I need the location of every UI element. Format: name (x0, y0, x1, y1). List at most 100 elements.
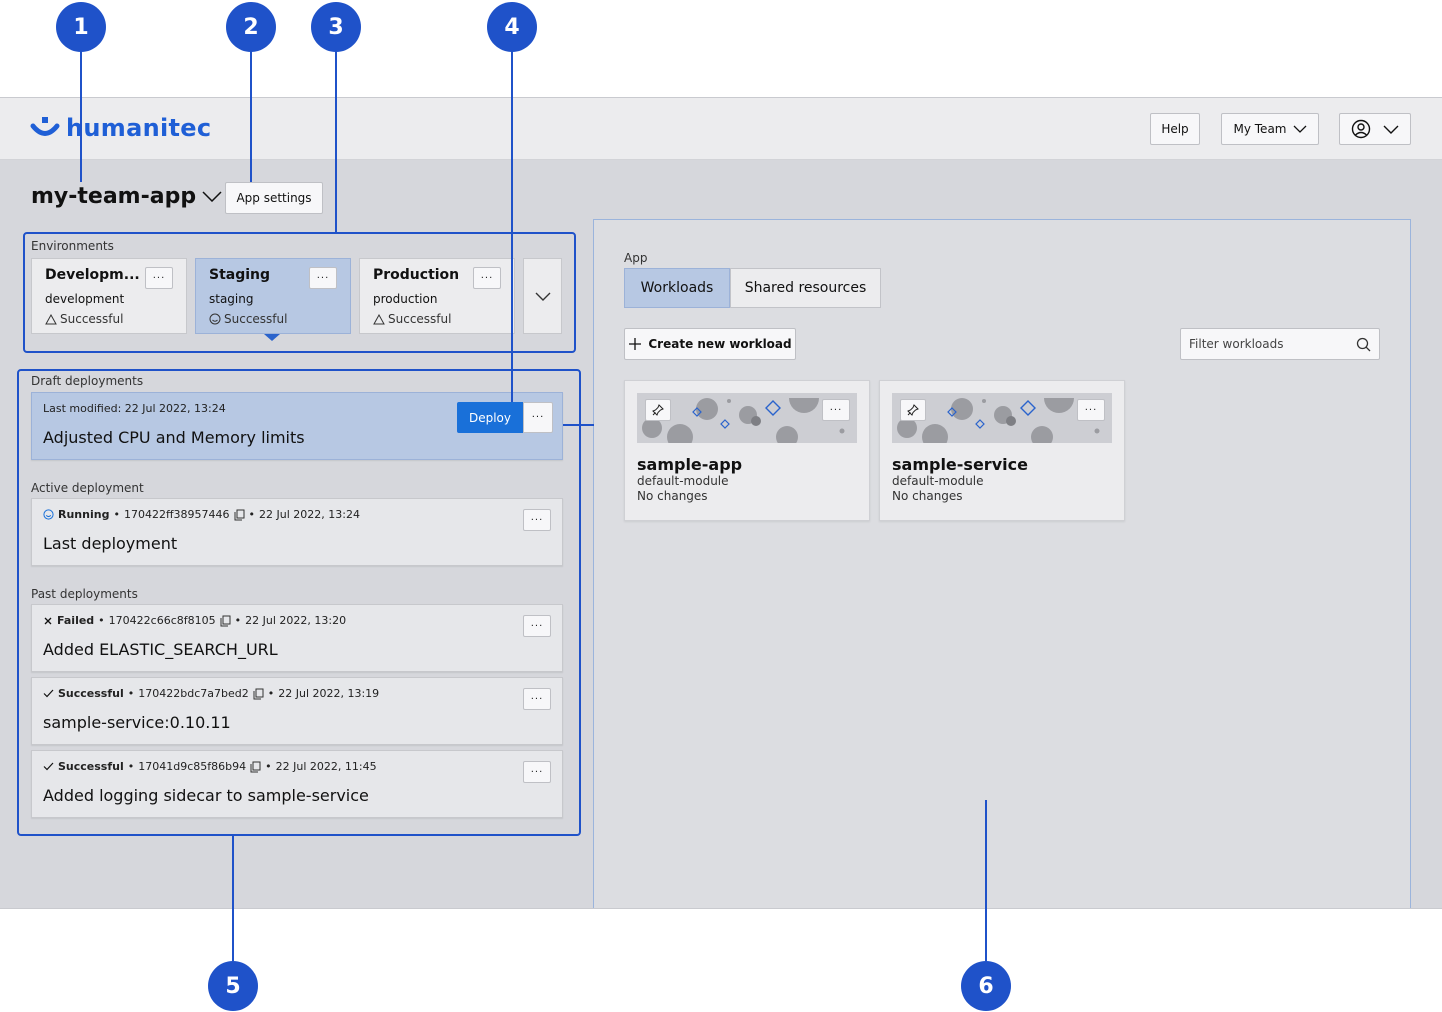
env-menu-button[interactable]: ··· (473, 267, 501, 289)
chevron-down-icon (1383, 125, 1399, 134)
deployment-menu-button[interactable]: ··· (523, 688, 551, 710)
tab-shared-resources[interactable]: Shared resources (730, 268, 881, 308)
workload-card-sample-app[interactable]: ··· sample-app default-module No changes (624, 380, 870, 521)
warning-triangle-icon (45, 313, 57, 324)
deployment-time: 22 Jul 2022, 13:20 (245, 614, 347, 627)
deployment-menu-button[interactable]: ··· (523, 509, 551, 531)
deployment-time: 22 Jul 2022, 13:24 (259, 508, 360, 521)
draft-deployment-card[interactable]: Last modified: 22 Jul 2022, 13:24 Adjust… (31, 392, 563, 460)
env-card-production[interactable]: Production production Successful ··· (359, 258, 515, 334)
chevron-down-icon (202, 191, 222, 202)
create-workload-label: Create new workload (648, 337, 792, 351)
pin-button[interactable] (645, 399, 671, 421)
callout-line-2 (250, 50, 252, 182)
active-deployment-card[interactable]: Running • 170422ff38957446 • 22 Jul 2022… (31, 498, 563, 566)
deployment-status: Successful (58, 760, 124, 773)
active-deployment-label: Active deployment (31, 481, 144, 495)
deployment-id: 170422bdc7a7bed2 (138, 687, 249, 700)
workload-card-sample-service[interactable]: ··· sample-service default-module No cha… (879, 380, 1125, 521)
tab-label: Workloads (640, 280, 714, 296)
deployment-meta: Successful • 17041d9c85f86b94 • 22 Jul 2… (43, 760, 377, 773)
bullet: • (127, 760, 135, 773)
plus-icon (629, 338, 642, 350)
pin-button[interactable] (900, 399, 926, 421)
tab-workloads[interactable]: Workloads (624, 268, 730, 308)
workload-thumbnail: ··· (637, 393, 857, 443)
callout-line-4 (511, 50, 513, 402)
bullet: • (248, 508, 256, 521)
humanitec-logo[interactable]: humanitec (30, 114, 211, 142)
workload-menu-button[interactable]: ··· (1077, 399, 1105, 421)
help-label: Help (1161, 122, 1189, 136)
callout-line-5 (232, 836, 234, 961)
search-icon (1356, 337, 1371, 352)
deployment-status: Running (58, 508, 110, 521)
bullet: • (113, 508, 120, 521)
env-menu-button[interactable]: ··· (309, 267, 337, 289)
env-status: Successful (209, 312, 287, 326)
workload-menu-button[interactable]: ··· (822, 399, 850, 421)
env-id: production (373, 292, 438, 306)
env-status: Successful (45, 312, 123, 326)
deployment-status: Failed (57, 614, 95, 627)
env-expand-button[interactable] (523, 258, 562, 334)
chevron-down-icon (535, 292, 550, 301)
filter-workloads-input[interactable]: Filter workloads (1180, 328, 1380, 360)
app-settings-button[interactable]: App settings (225, 182, 323, 214)
deployment-time: 22 Jul 2022, 13:19 (278, 687, 380, 700)
callout-connector (563, 424, 594, 426)
callout-line-1 (80, 50, 82, 182)
past-deployments-label: Past deployments (31, 587, 138, 601)
workload-art-icon (642, 398, 845, 443)
deployment-status: Successful (58, 687, 124, 700)
workload-name: sample-app (637, 455, 743, 474)
user-menu-button[interactable] (1339, 113, 1411, 145)
callout-badge-5: 5 (208, 961, 258, 1011)
warning-triangle-icon (373, 313, 385, 324)
help-button[interactable]: Help (1150, 113, 1200, 145)
env-name: Production (373, 267, 460, 283)
deployment-meta: Failed • 170422c66c8f8105 • 22 Jul 2022,… (43, 614, 346, 627)
bullet: • (265, 760, 272, 773)
x-icon (44, 617, 52, 624)
bullet: • (267, 687, 275, 700)
bullet: • (127, 687, 135, 700)
workload-module: default-module (637, 474, 729, 488)
team-selector[interactable]: My Team (1221, 113, 1319, 145)
check-icon (43, 762, 54, 771)
logo-text: humanitec (66, 114, 212, 142)
panel-label: App (624, 251, 648, 265)
copy-icon[interactable] (253, 688, 264, 700)
past-deployment-card[interactable]: Failed • 170422c66c8f8105 • 22 Jul 2022,… (31, 604, 563, 672)
copy-icon[interactable] (220, 615, 231, 627)
logo-mark-icon (30, 117, 60, 136)
chevron-down-icon (1293, 125, 1306, 133)
past-deployment-card[interactable]: Successful • 170422bdc7a7bed2 • 22 Jul 2… (31, 677, 563, 745)
callout-line-6 (985, 800, 987, 961)
draft-deployments-label: Draft deployments (31, 374, 144, 388)
app-selector[interactable]: my-team-app (31, 184, 222, 209)
deployment-title: Last deployment (43, 534, 178, 553)
workload-thumbnail: ··· (892, 393, 1112, 443)
env-menu-button[interactable]: ··· (145, 267, 173, 289)
copy-icon[interactable] (250, 761, 261, 773)
env-name: Developm... (45, 267, 140, 283)
deployment-menu-button[interactable]: ··· (523, 615, 551, 637)
deployment-id: 17041d9c85f86b94 (138, 760, 247, 773)
env-card-staging[interactable]: Staging staging Successful ··· (195, 258, 351, 334)
deploy-button[interactable]: Deploy (457, 402, 523, 433)
create-workload-button[interactable]: Create new workload (624, 328, 796, 360)
draft-menu-button[interactable]: ··· (523, 402, 553, 433)
check-icon (43, 689, 54, 698)
deployment-id: 170422c66c8f8105 (108, 614, 216, 627)
env-id: development (45, 292, 125, 306)
pin-icon (907, 404, 919, 416)
env-card-development[interactable]: Developm... development Successful ··· (31, 258, 187, 334)
deployment-menu-button[interactable]: ··· (523, 761, 551, 783)
callout-badge-4: 4 (487, 2, 537, 52)
deployment-title: Added logging sidecar to sample-service (43, 786, 369, 805)
env-status-text: Successful (388, 312, 452, 326)
copy-icon[interactable] (234, 509, 245, 521)
callout-box-deployments (17, 369, 581, 836)
past-deployment-card[interactable]: Successful • 17041d9c85f86b94 • 22 Jul 2… (31, 750, 563, 818)
